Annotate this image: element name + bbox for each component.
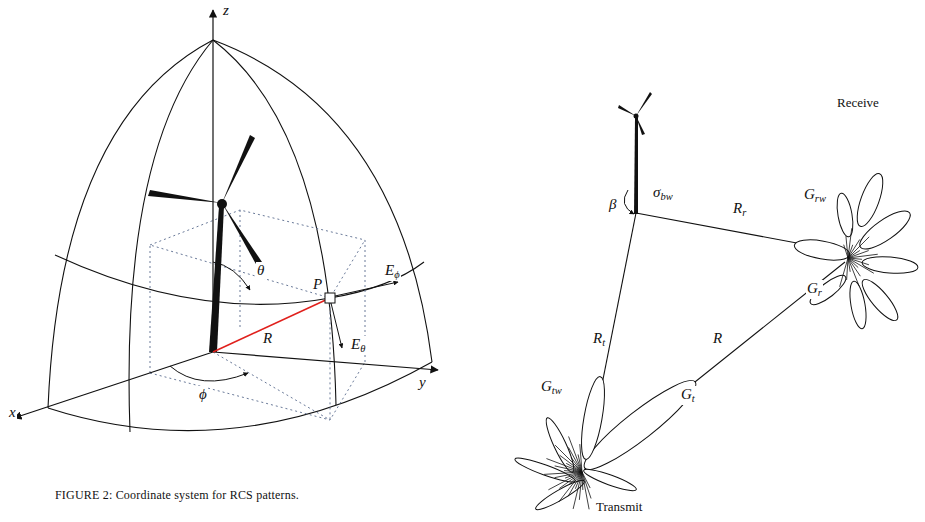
label: Grw — [803, 186, 827, 205]
wind-turbine-small — [618, 92, 652, 214]
beta-arc — [624, 190, 634, 214]
theta-arc — [213, 262, 250, 290]
spike — [848, 258, 874, 273]
spike — [546, 459, 582, 472]
label: x — [8, 404, 17, 421]
label: Eθ — [350, 336, 366, 355]
label: Eϕ — [384, 262, 401, 281]
label: σbw — [652, 184, 674, 203]
phi-arc — [170, 366, 248, 381]
spike — [548, 472, 582, 490]
spike — [544, 472, 582, 474]
spike — [582, 472, 589, 509]
wind-turbine — [148, 135, 262, 352]
transmit-pattern — [513, 371, 704, 513]
spike — [580, 444, 582, 472]
label: θ — [256, 262, 265, 279]
label: Transmit — [595, 500, 643, 514]
spike — [848, 258, 850, 272]
spike — [840, 258, 848, 287]
projection-box — [150, 210, 365, 420]
spike — [848, 258, 859, 286]
label: ϕ — [198, 386, 208, 403]
figure-caption: FIGURE 2: Coordinate system for RCS patt… — [55, 488, 299, 503]
range-line — [213, 298, 330, 352]
e-phi-vector — [335, 282, 398, 296]
label: Gr — [806, 280, 823, 299]
point-marker — [325, 293, 335, 303]
sphere-wedge — [48, 40, 432, 432]
spike — [848, 239, 860, 258]
label: Gtw — [540, 378, 563, 397]
e-theta-vector — [331, 303, 342, 348]
spike — [848, 237, 869, 258]
label: z — [222, 2, 230, 19]
axes — [14, 10, 438, 418]
spike — [555, 445, 582, 472]
label: Rt — [592, 330, 606, 349]
label: P — [312, 276, 323, 293]
receive-pattern — [793, 171, 919, 330]
label: y — [418, 374, 427, 391]
label: Gt — [680, 386, 696, 405]
label: R — [712, 330, 723, 347]
label: Rr — [732, 200, 747, 219]
label: R — [262, 330, 273, 347]
spike — [848, 254, 878, 258]
sidelobe-spikes — [544, 228, 878, 509]
label: β — [608, 196, 617, 213]
spike — [569, 436, 582, 472]
spike — [846, 236, 848, 258]
label: Receive — [836, 96, 880, 110]
